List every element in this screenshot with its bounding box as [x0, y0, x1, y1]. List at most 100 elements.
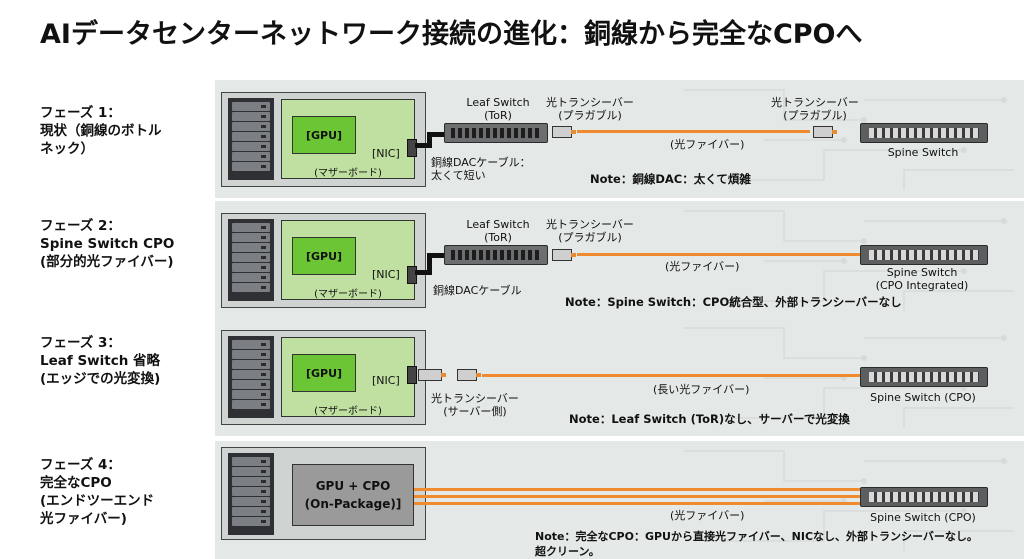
server-chassis: [GPU] [NIC] (マザーボード) [221, 330, 426, 425]
spine-switch-label: Spine Switch (CPO) [870, 511, 976, 524]
optical-fiber [577, 253, 860, 256]
leaf-switch [444, 245, 548, 265]
transceiver-label-line: (サーバー側) [443, 405, 507, 418]
phase1-label-line: 現状（銅線のボトル [40, 123, 162, 139]
transceiver-label: 光トランシーバー (プラガブル) [765, 96, 865, 122]
phase2-panel: [GPU] [NIC] (マザーボード) 銅線DACケーブル Leaf Swit… [215, 201, 1024, 319]
nic-port [407, 366, 417, 384]
drive-rack [228, 336, 274, 418]
dac-cable [427, 253, 447, 258]
spine-switch [860, 367, 988, 387]
phase2-label: フェーズ 2： Spine Switch CPO (部分的光ファイバー) [40, 217, 174, 271]
phase4-note-line: Note：完全なCPO：GPUから直接光ファイバー、NICなし、外部トランシーバ… [535, 530, 978, 543]
dac-cable [427, 253, 432, 275]
pluggable-transceiver [813, 126, 837, 138]
nic-port [407, 139, 417, 157]
phase1-label-line: フェーズ 1： [40, 105, 121, 121]
server-chassis: [GPU] [NIC] (マザーボード) [221, 213, 426, 308]
spine-switch [860, 245, 988, 265]
spine-switch-label: Spine Switch [887, 146, 959, 159]
phase2-label-line: Spine Switch CPO [40, 236, 175, 252]
transceiver-label-line: 光トランシーバー [431, 392, 519, 405]
leaf-switch-label-line: Leaf Switch [466, 218, 530, 231]
transceiver-label-line: (プラガブル) [783, 109, 847, 122]
phase4-note-line: 超クリーン。 [535, 545, 600, 558]
leaf-switch-label-line: Leaf Switch [466, 96, 530, 109]
phase3-label: フェーズ 3： Leaf Switch 省略 (エッジでの光変換) [40, 334, 160, 388]
dac-cable [427, 132, 432, 148]
phase1-panel: [GPU] [NIC] (マザーボード) 銅線DACケーブル： 太くて短い Le… [215, 80, 1024, 198]
gpu-cpo-package: GPU + CPO (On-Package)] [292, 464, 414, 526]
nic-label: [NIC] [372, 374, 400, 387]
phase4-panel: GPU + CPO (On-Package)] (光ファイバー) Spine S… [215, 441, 1024, 559]
dac-label: 銅線DACケーブル： 太くて短い [431, 156, 531, 182]
phase3-label-line: Leaf Switch 省略 [40, 353, 161, 369]
phase3-panel: [GPU] [NIC] (マザーボード) 光トランシーバー (サーバー側) (長… [215, 318, 1024, 436]
drive-rack [228, 453, 274, 535]
motherboard-label: (マザーボード) [314, 406, 382, 417]
spine-switch-label: Spine Switch (CPO Integrated) [857, 266, 987, 292]
phase4-label: フェーズ 4： 完全なCPO (エンドツーエンド 光ファイバー) [40, 456, 154, 528]
gpu-chip: [GPU] [292, 354, 356, 392]
dac-cable [415, 143, 430, 148]
circuit-decoration [684, 450, 1014, 551]
server-transceiver [418, 369, 446, 381]
transceiver-label-line: (プラガブル) [558, 109, 622, 122]
optical-fiber [414, 495, 860, 498]
nic-label: [NIC] [372, 147, 400, 160]
pluggable-transceiver [457, 369, 481, 381]
nic-label: [NIC] [372, 268, 400, 281]
transceiver-label-line: 光トランシーバー [546, 96, 634, 109]
fiber-label: (光ファイバー) [670, 138, 745, 151]
leaf-switch [444, 123, 548, 143]
server-chassis: [GPU] [NIC] (マザーボード) [221, 92, 426, 187]
phase3-label-line: フェーズ 3： [40, 335, 121, 351]
spine-switch-label: Spine Switch (CPO) [870, 391, 976, 404]
gpu-chip: [GPU] [292, 116, 356, 154]
optical-fiber [577, 130, 810, 133]
phase4-label-line: (エンドツーエンド [40, 493, 155, 509]
phase4-label-line: フェーズ 4： [40, 457, 121, 473]
optical-fiber [482, 374, 860, 377]
phase4-label-line: 光ファイバー) [40, 511, 127, 527]
server-chassis: GPU + CPO (On-Package)] [221, 447, 426, 540]
transceiver-label: 光トランシーバー (サーバー側) [425, 392, 525, 418]
transceiver-label-line: 光トランシーバー [771, 96, 859, 109]
motherboard-label: (マザーボード) [314, 289, 382, 300]
motherboard: [GPU] [NIC] (マザーボード) [281, 220, 415, 300]
dac-cable [427, 132, 447, 137]
motherboard-label: (マザーボード) [314, 168, 382, 179]
phase2-note: Note：Spine Switch：CPO統合型、外部トランシーバーなし [565, 295, 902, 309]
circuit-decoration [684, 89, 1014, 190]
gpu-chip: [GPU] [292, 237, 356, 275]
phase4-note: Note：完全なCPO：GPUから直接光ファイバー、NICなし、外部トランシーバ… [535, 529, 978, 559]
spine-switch-label-line: Spine Switch [886, 266, 958, 279]
drive-rack [228, 98, 274, 180]
transceiver-label-line: (プラガブル) [558, 231, 622, 244]
leaf-switch-label-line: (ToR) [484, 231, 512, 244]
phase2-label-line: フェーズ 2： [40, 218, 121, 234]
spine-switch [860, 123, 988, 143]
transceiver-label: 光トランシーバー (プラガブル) [540, 96, 640, 122]
page-title: AIデータセンターネットワーク接続の進化：銅線から完全なCPOへ [40, 19, 863, 50]
nic-port [407, 266, 417, 284]
leaf-switch-label: Leaf Switch (ToR) [458, 96, 538, 122]
phase1-label: フェーズ 1： 現状（銅線のボトル ネック） [40, 104, 162, 158]
gpu-cpo-label-line: (On-Package)] [304, 497, 402, 511]
motherboard: [GPU] [NIC] (マザーボード) [281, 99, 415, 179]
dac-label-line: 太くて短い [431, 169, 486, 182]
transceiver-label-line: 光トランシーバー [546, 218, 634, 231]
transceiver-label: 光トランシーバー (プラガブル) [540, 218, 640, 244]
fiber-label: (長い光ファイバー) [653, 383, 750, 396]
circuit-decoration [684, 327, 1014, 428]
phase1-label-line: ネック） [40, 141, 94, 157]
pluggable-transceiver [552, 126, 576, 138]
spine-switch-label-line: (CPO Integrated) [875, 279, 969, 292]
phase4-label-line: 完全なCPO [40, 475, 112, 491]
dac-label: 銅線DACケーブル [433, 284, 522, 297]
phase3-label-line: (エッジでの光変換) [40, 371, 161, 387]
leaf-switch-label-line: (ToR) [484, 109, 512, 122]
fiber-label: (光ファイバー) [670, 509, 745, 522]
phase3-note: Note：Leaf Switch (ToR)なし、サーバーで光変換 [569, 412, 850, 426]
phase2-label-line: (部分的光ファイバー) [40, 254, 174, 270]
